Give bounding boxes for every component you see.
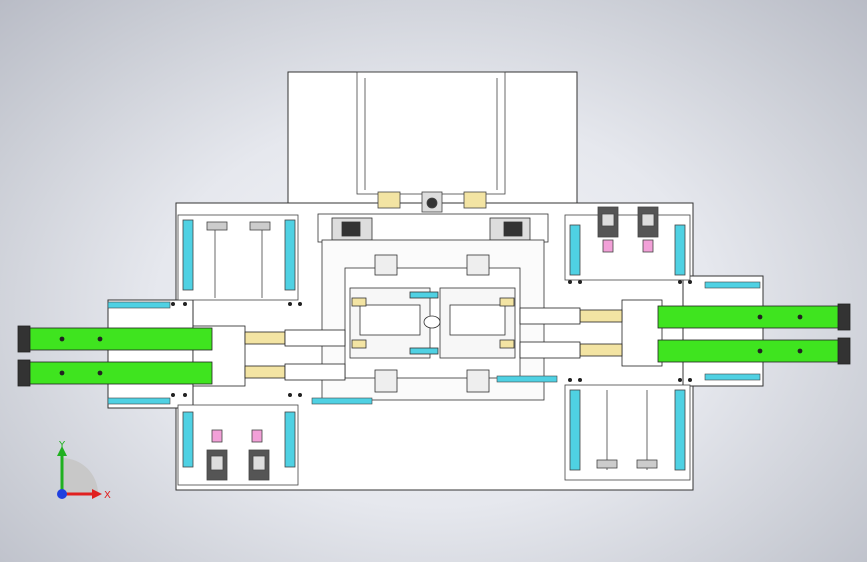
rail [569,224,581,276]
cylinder-bracket [621,299,663,367]
piston-rod [244,365,286,379]
right-cylinders [519,299,851,367]
triad-plane [62,458,98,494]
right-wing-plate [682,275,764,387]
left-wing-plate [107,299,194,409]
center-mechanism [317,213,549,401]
rail [182,411,194,468]
cylinder-body [21,361,213,385]
y-axis-head [57,446,67,456]
rail [284,219,296,291]
bolt-holes [171,280,692,397]
horizontal-rails [107,281,761,405]
y-axis-label: Y [58,440,66,451]
rail [674,224,686,276]
cylinder-body [21,327,213,351]
right-slide-assembly [564,206,691,481]
rail [674,389,686,471]
top-mount-detail [356,71,506,213]
cylinder-body [657,339,845,363]
piston-rod [579,309,623,323]
z-axis-dot [57,489,67,499]
axis-triad: Y X [57,440,111,501]
rail [182,219,194,291]
x-axis-head [92,489,102,499]
rail [284,411,296,468]
left-cylinders [17,325,346,387]
x-axis-label: X [104,490,111,501]
piston-rod [579,343,623,357]
piston-rod [244,331,286,345]
cylinder-body [657,305,845,329]
rail [569,389,581,471]
left-slide-assembly [177,214,299,486]
top-mount-plate [287,71,578,213]
